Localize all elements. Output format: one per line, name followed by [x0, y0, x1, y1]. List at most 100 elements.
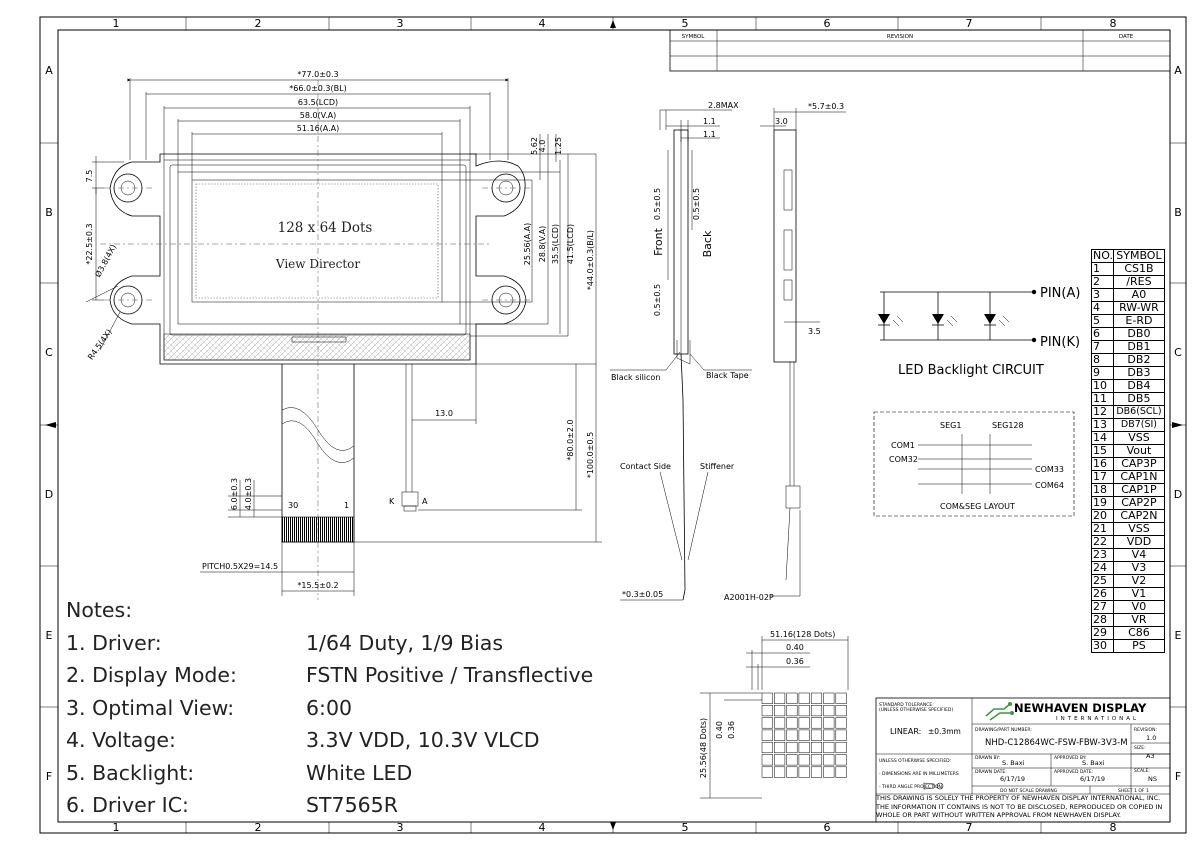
- dim-overall: *77.0±0.3: [297, 70, 338, 79]
- pin-symbol: CAP2N: [1112, 509, 1165, 523]
- col-label: 1: [113, 17, 120, 30]
- pin-symbol: PS: [1112, 639, 1165, 653]
- dim-h-80: *80.0±2.0: [566, 419, 575, 460]
- tol-title: STANDARD TOLERANCE:: [879, 702, 934, 708]
- pixel-side-dim: 25.56(48 Dots): [699, 718, 708, 778]
- comseg-layout: SEG1 SEG128 COM1 COM32 COM33 COM64 COM&S…: [873, 411, 1075, 517]
- pin-number: 24: [1091, 561, 1114, 575]
- pixel-cell: [774, 717, 786, 729]
- pixel-cell: [835, 754, 847, 766]
- pin-number: 13: [1091, 418, 1114, 432]
- linear-value: ±0.3mm: [928, 727, 961, 736]
- note-item: 5. Backlight:White LED: [66, 757, 626, 790]
- pin-number: 12: [1091, 405, 1114, 419]
- pixel-cell: [786, 705, 798, 717]
- pin-number: 2: [1091, 275, 1114, 289]
- note-item: 1. Driver:1/64 Duty, 1/9 Bias: [66, 627, 626, 660]
- side-view: 2.8MAX 1.1 1.1 0.5±0.5 0.5±0.5 Front Bac…: [610, 101, 752, 601]
- pixel-top-dim: 51.16(128 Dots): [770, 630, 835, 639]
- pin-number: 17: [1091, 470, 1114, 484]
- pin-symbol: Vout: [1112, 444, 1165, 458]
- size-value: A3: [1146, 752, 1155, 760]
- pin-symbol: C86: [1112, 626, 1165, 640]
- pixel-cell: [774, 754, 786, 766]
- pin-symbol: CS1B: [1112, 262, 1165, 276]
- size-label: SIZE:: [1134, 745, 1146, 751]
- row-label: C: [45, 346, 53, 359]
- dim-h-lcd: 35.5(LCD): [551, 224, 560, 264]
- pin-symbol: V3: [1112, 561, 1165, 575]
- note-key: 2. Display Mode:: [66, 663, 237, 687]
- centering-arrow-bottom: [610, 822, 616, 830]
- sheet-text: SHEET 1 OF 1: [1118, 788, 1149, 794]
- mm-text: - DIMENSIONS ARE IN MILLIMETERS: [879, 771, 959, 777]
- label-black-silicon: Black silicon: [611, 373, 660, 382]
- approved-label: APPROVED BY:: [1054, 755, 1086, 761]
- led-caption: LED Backlight CIRCUIT: [898, 363, 1044, 378]
- comseg-caption: COM&SEG LAYOUT: [940, 502, 1015, 511]
- pin-symbol: VSS: [1112, 431, 1165, 445]
- part-number: NHD-C12864WC-FSW-FBW-3V3-M: [985, 738, 1128, 748]
- note-value: 6:00: [306, 695, 353, 720]
- pin-number: 25: [1091, 574, 1114, 588]
- centering-arrow-right: [1172, 422, 1183, 428]
- pixel-cell: [823, 741, 835, 754]
- led-pin-k: PIN(K): [1040, 335, 1080, 350]
- pixel-cell: [823, 717, 835, 729]
- dim-end-30: 3.0: [775, 117, 788, 126]
- pin-number: 10: [1091, 379, 1114, 393]
- dim-side-11a: 1.1: [703, 117, 716, 126]
- dim-fpc-width: *15.5±0.2: [297, 581, 338, 590]
- pin-number: 20: [1091, 509, 1114, 523]
- pixel-cell: [774, 692, 786, 704]
- dim-side-bottom: *0.3±0.05: [622, 590, 663, 599]
- pin-number: 26: [1091, 587, 1114, 601]
- note-item: 6. Driver IC:ST7565R: [66, 789, 626, 822]
- row-label: E: [46, 629, 53, 642]
- pixel-cell: [835, 729, 847, 741]
- pin-symbol: V4: [1112, 548, 1165, 562]
- drawn-value: S. Baxi: [1002, 759, 1025, 767]
- pin-header-no: NO.: [1091, 249, 1114, 263]
- no-scale-text: DO NOT SCALE DRAWING: [1000, 788, 1058, 794]
- part-label: DRAWING/PART NUMBER:: [975, 727, 1032, 733]
- pixel-cell: [798, 766, 810, 778]
- notes-title: Notes:: [66, 598, 133, 622]
- scale-label: SCALE:: [1134, 768, 1150, 774]
- row-label: C: [1174, 346, 1182, 359]
- pixel-cell: [823, 729, 835, 741]
- unless-text: UNLESS OTHERWISE SPECIFIED:: [879, 758, 951, 764]
- pixel-cell: [761, 717, 773, 729]
- dim-h-100: *100.0±0.5: [586, 432, 595, 478]
- screen-text-dots: 128 x 64 Dots: [278, 220, 373, 236]
- revision-label: REVISION:: [1134, 727, 1157, 733]
- row-label: D: [1174, 488, 1182, 501]
- pin-number: 22: [1091, 535, 1114, 549]
- col-label: 4: [539, 821, 546, 834]
- pixel-grid: [761, 692, 847, 778]
- dim-front-05: 0.5±0.5: [653, 188, 662, 220]
- pin-number: 30: [1091, 639, 1114, 653]
- pixel-cell: [786, 754, 798, 766]
- pin-symbol: /RES: [1112, 275, 1165, 289]
- pixel-cell: [774, 705, 786, 717]
- pixel-cell: [810, 741, 823, 754]
- pin-symbol: DB1: [1112, 340, 1165, 354]
- pin-number: 18: [1091, 483, 1114, 497]
- pixel-cell: [786, 741, 798, 754]
- company-sub: INTERNATIONAL: [1056, 716, 1139, 722]
- pixel-cell: [835, 692, 847, 704]
- pixel-detail: 51.16(128 Dots) 0.40 0.36 0.40 0.36 25.5…: [699, 630, 849, 799]
- fpc-pin-1: 1: [344, 501, 349, 510]
- pin-symbol: DB2: [1112, 353, 1165, 367]
- pixel-v040: 0.40: [715, 721, 724, 739]
- pin-symbol: DB0: [1112, 327, 1165, 341]
